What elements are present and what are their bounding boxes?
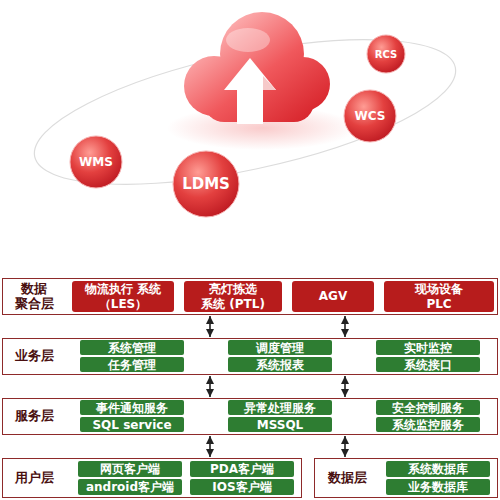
layer-link-arrow (209, 436, 211, 457)
system-name: WCS (355, 109, 386, 123)
circle-fill (344, 90, 396, 142)
function-box: SQL service (80, 417, 184, 432)
layer-title: 用户层 (3, 471, 65, 486)
function-box: 实时监控 (376, 340, 480, 355)
function-box: 网页客户端 (78, 461, 182, 477)
function-label: 任务管理 (108, 358, 156, 372)
function-box: 事件通知服务 (80, 400, 184, 415)
function-label: 安全控制服务 (392, 401, 464, 415)
orbit-ring (23, 11, 468, 214)
function-box: IOS客户端 (190, 479, 294, 495)
layer-band: 服务层 事件通知服务 异常处理服务 安全控制服务 SQL service MSSQL 系统监… (2, 398, 498, 435)
function-box: 系统管理 (80, 340, 184, 355)
function-label: android客户端 (86, 480, 174, 494)
arrow-shade (263, 76, 276, 90)
layer-link-arrow (209, 376, 211, 397)
function-box: 系统接口 (376, 357, 480, 372)
function-label: 系统接口 (404, 358, 452, 372)
function-label: SQL service (92, 418, 171, 432)
layer-link-arrow (209, 316, 211, 337)
function-box: android客户端 (78, 479, 182, 495)
function-box: 系统监控服务 (376, 417, 480, 432)
function-label: 系统管理 (108, 341, 156, 355)
system-name: LDMS (182, 175, 230, 193)
function-label: 网页客户端 (100, 462, 160, 476)
function-box: MSSQL (228, 417, 332, 432)
function-box: 任务管理 (80, 357, 184, 372)
system-circle: RCS (366, 34, 406, 74)
function-label: 系统报表 (256, 358, 304, 372)
layer-band: 业务层 系统管理 调度管理 实时监控任务管理 系统报表 系统接口 (2, 338, 498, 375)
function-box: 业务数据库 (386, 479, 490, 495)
function-label: MSSQL (257, 418, 304, 432)
system-circle: LDMS (172, 150, 240, 218)
layer-title: 数据层 (315, 471, 379, 486)
module-box: 物流执行 系统（LES） (72, 281, 174, 312)
module-box: 现场设备 PLC (384, 281, 494, 312)
layer-band: 用户层 网页客户端 PDA客户端 android客户端 IOS客户端 (2, 458, 302, 498)
function-box: 调度管理 (228, 340, 332, 355)
module-label: 物流执行 系统（LES） (80, 282, 166, 311)
module-box: 亮灯拣选 系统 (PTL) (184, 281, 282, 312)
function-box: 系统数据库 (386, 461, 490, 477)
cloud-highlight (226, 28, 270, 52)
layer-title: 数据 聚合层 (3, 282, 65, 312)
module-label: AGV (319, 289, 347, 303)
layer-link-arrow (344, 376, 346, 397)
module-box: AGV (292, 281, 374, 312)
function-label: 实时监控 (404, 341, 452, 355)
function-label: 业务数据库 (408, 480, 468, 494)
function-label: IOS客户端 (212, 480, 271, 494)
function-label: 系统数据库 (408, 462, 468, 476)
module-label: 现场设备 PLC (411, 282, 467, 311)
upload-arrow (224, 58, 276, 124)
layer-title: 服务层 (3, 409, 65, 424)
module-label: 亮灯拣选 系统 (PTL) (198, 282, 268, 311)
circle-fill (173, 151, 239, 217)
function-label: PDA客户端 (210, 462, 274, 476)
function-label: 事件通知服务 (96, 401, 168, 415)
circle-fill (70, 136, 122, 188)
cloud-illustration (0, 0, 500, 270)
function-box: 安全控制服务 (376, 400, 480, 415)
system-circle: WCS (343, 89, 397, 143)
layer-band: 数据 聚合层物流执行 系统（LES） 亮灯拣选 系统 (PTL) AGV 现场设备 P… (2, 278, 498, 315)
system-name: WMS (79, 155, 113, 169)
layer-link-arrow (344, 436, 346, 457)
system-name: RCS (375, 49, 397, 60)
function-box: 异常处理服务 (228, 400, 332, 415)
function-label: 异常处理服务 (244, 401, 316, 415)
circle-fill (367, 35, 405, 73)
layer-band: 数据层 系统数据库业务数据库 (314, 458, 498, 498)
function-box: 系统报表 (228, 357, 332, 372)
layer-link-arrow (344, 316, 346, 337)
function-label: 系统监控服务 (392, 418, 464, 432)
function-box: PDA客户端 (190, 461, 294, 477)
function-label: 调度管理 (256, 341, 304, 355)
layer-title: 业务层 (3, 349, 65, 364)
system-circle: WMS (69, 135, 123, 189)
